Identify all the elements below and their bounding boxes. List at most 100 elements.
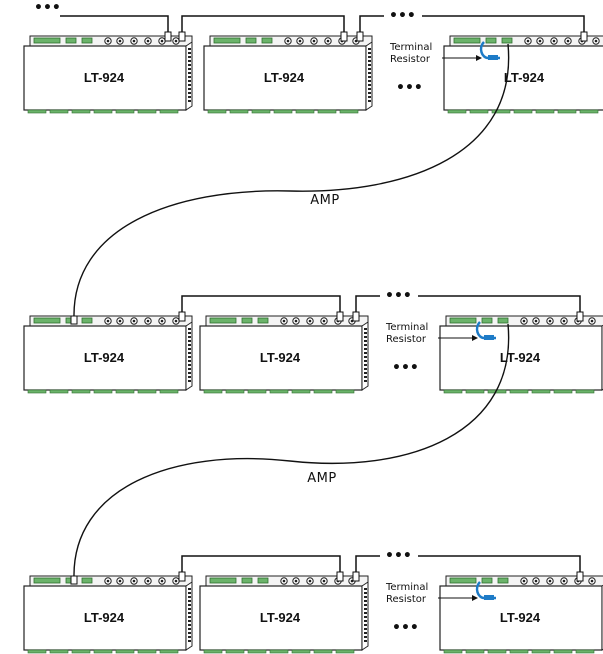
device-foot	[247, 389, 267, 394]
terminal-block	[209, 317, 237, 324]
vent-slot	[188, 364, 191, 366]
vent-slot	[364, 636, 367, 638]
amp-label: AMP	[307, 471, 336, 486]
vent-slot	[364, 356, 367, 358]
jack-center	[548, 319, 552, 323]
jack-center	[538, 39, 542, 43]
jack-center	[282, 579, 286, 583]
terminal-block	[501, 37, 513, 44]
vent-slot	[188, 348, 191, 350]
vent-slot	[188, 332, 191, 334]
device-foot	[159, 649, 179, 654]
terminal-resistor-icon	[475, 581, 496, 600]
device-unit: LT-924	[439, 315, 603, 394]
vent-slot	[188, 52, 191, 54]
plug-icon	[336, 571, 344, 582]
ellipsis-device: •••	[392, 620, 419, 636]
device-foot	[71, 389, 91, 394]
terminal-block	[449, 317, 477, 324]
device-foot	[531, 389, 551, 394]
plug-icon	[576, 311, 584, 322]
jack-center	[534, 579, 538, 583]
vent-slot	[188, 340, 191, 342]
jack-center	[308, 579, 312, 583]
device-foot	[575, 649, 595, 654]
device-body	[199, 325, 363, 391]
plug-icon	[178, 31, 186, 42]
vent-slot	[188, 68, 191, 70]
device-label: LT-924	[260, 610, 301, 625]
jack-center	[326, 39, 330, 43]
vent-slot	[188, 60, 191, 62]
vent-slot	[364, 640, 367, 642]
jack-center	[298, 39, 302, 43]
vent-slot	[364, 592, 367, 594]
vent-slot	[188, 620, 191, 622]
device-foot	[203, 389, 223, 394]
vent-slot	[188, 96, 191, 98]
vent-slot	[364, 632, 367, 634]
terminal-block	[481, 577, 493, 584]
terminal-block	[33, 37, 61, 44]
device-foot	[225, 389, 245, 394]
vent-slot	[188, 360, 191, 362]
vent-slot	[188, 48, 191, 50]
device-body	[443, 45, 603, 111]
ellipsis-wire: •••	[389, 8, 416, 24]
device-foot	[443, 389, 463, 394]
arrow-head	[472, 335, 478, 341]
amp-cable-line	[73, 323, 510, 579]
daisy-chain-cable	[60, 15, 588, 42]
jack-center	[294, 579, 298, 583]
vent-slot	[188, 624, 191, 626]
device-foot	[335, 389, 355, 394]
terminal-block	[81, 37, 93, 44]
device-foot	[115, 649, 135, 654]
vent-slot	[364, 376, 367, 378]
terminal-block	[449, 577, 477, 584]
vent-slot	[188, 100, 191, 102]
jack-center	[594, 39, 598, 43]
device-foot	[93, 389, 113, 394]
vent-slot	[188, 72, 191, 74]
device-foot	[291, 389, 311, 394]
device-foot	[49, 389, 69, 394]
device-body	[439, 325, 603, 391]
vent-slot	[364, 332, 367, 334]
device-foot	[27, 109, 47, 114]
vent-slot	[188, 336, 191, 338]
terminal-label-line1: Terminal	[389, 42, 432, 53]
terminal-resistor-icon	[479, 41, 500, 60]
terminal-label-line2: Resistor	[386, 334, 427, 345]
jack-center	[522, 579, 526, 583]
device-foot	[207, 109, 227, 114]
device-foot	[317, 109, 337, 114]
terminal-block	[241, 317, 253, 324]
device-label: LT-924	[84, 350, 125, 365]
vent-slot	[364, 616, 367, 618]
vent-slot	[364, 348, 367, 350]
vent-slot	[368, 64, 371, 66]
device-foot	[229, 109, 249, 114]
vent-slot	[364, 364, 367, 366]
jack-center	[118, 319, 122, 323]
jack-center	[566, 39, 570, 43]
device-unit: LT-924	[23, 315, 193, 394]
jack-center	[146, 579, 150, 583]
vent-slot	[188, 640, 191, 642]
vent-slot	[188, 352, 191, 354]
device-foot	[313, 649, 333, 654]
jack-center	[322, 579, 326, 583]
vent-slot	[364, 336, 367, 338]
arrow-head	[472, 595, 478, 601]
resistor-body	[484, 595, 494, 600]
vent-slot	[188, 616, 191, 618]
jack-center	[146, 319, 150, 323]
terminal-block	[485, 37, 497, 44]
device-foot	[269, 649, 289, 654]
vent-slot	[364, 624, 367, 626]
terminal-block	[497, 317, 509, 324]
resistor-body	[484, 335, 494, 340]
device-foot	[535, 109, 555, 114]
vent-slot	[188, 56, 191, 58]
